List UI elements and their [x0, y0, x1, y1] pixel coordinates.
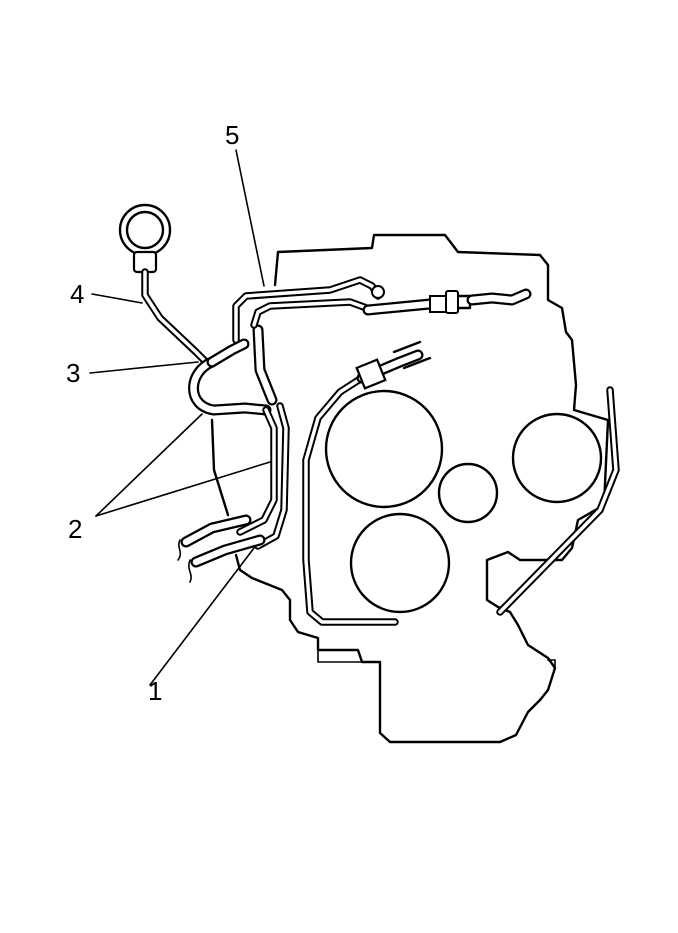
vertical-elbow-hose	[252, 324, 278, 406]
loop-hose	[188, 338, 272, 416]
leader-line-3	[89, 361, 199, 374]
leader-line-2b	[95, 461, 271, 517]
lower-return-pipe	[302, 370, 399, 626]
upper-fuel-lines	[232, 276, 532, 344]
cylinder-port-right	[511, 412, 603, 504]
leader-line-4	[91, 293, 143, 304]
right-side-pipe	[496, 386, 620, 616]
callout-2: 2	[68, 514, 82, 544]
line-end-cap	[371, 285, 385, 299]
hose-clamp-fitting	[355, 358, 387, 390]
leader-line-1	[149, 547, 255, 686]
cylinder-port-lower	[349, 512, 451, 614]
callout-4: 4	[70, 279, 84, 309]
callout-5: 5	[225, 120, 239, 150]
callout-1: 1	[148, 676, 162, 706]
inline-connector	[429, 295, 447, 313]
cylinder-port-upper-left	[324, 389, 444, 509]
callout-3: 3	[66, 358, 80, 388]
leader-line-2a	[95, 413, 203, 517]
lower-fuel-lines	[177, 402, 290, 583]
gauge-cap-inner	[125, 210, 165, 250]
leader-lines	[89, 149, 271, 686]
upper-angled-fitting	[355, 340, 432, 390]
small-port-center	[437, 462, 499, 524]
inline-connector-nut	[445, 290, 459, 314]
leader-line-5	[235, 149, 265, 287]
gauge-cap-assembly	[118, 203, 210, 366]
engine-block-outline	[210, 233, 610, 744]
